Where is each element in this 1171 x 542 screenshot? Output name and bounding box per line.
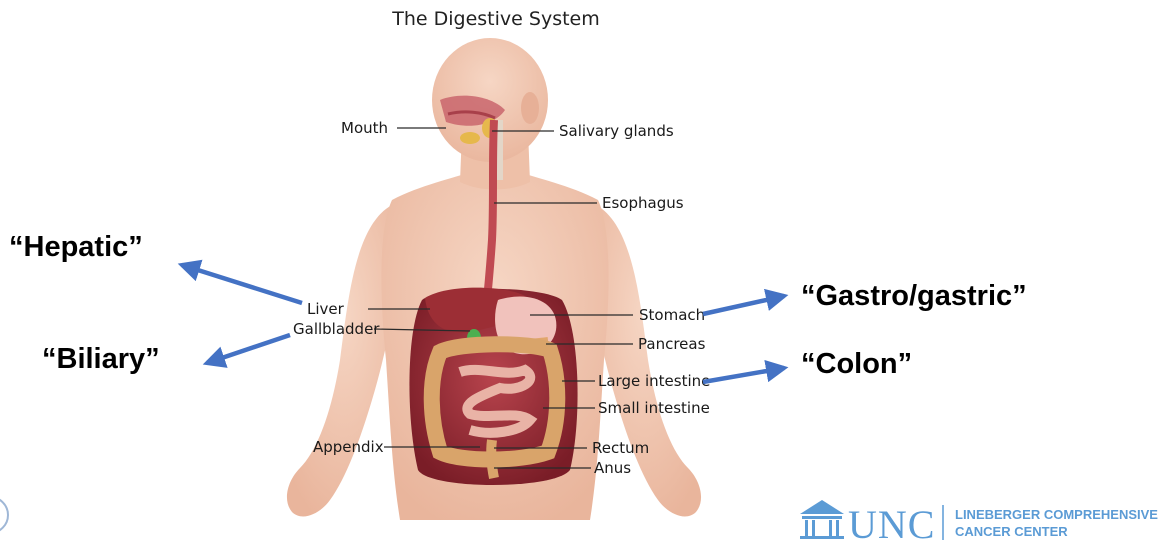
- label-pancreas: Pancreas: [638, 335, 706, 353]
- arrow-colon: [703, 368, 784, 382]
- arrow-biliary: [207, 335, 290, 363]
- label-liver: Liver: [307, 300, 345, 318]
- label-mouth: Mouth: [341, 119, 388, 137]
- term-hepatic: “Hepatic”: [9, 231, 143, 263]
- term-biliary: “Biliary”: [42, 343, 160, 375]
- logo-line2: CANCER CENTER: [955, 524, 1068, 539]
- term-gastric: “Gastro/gastric”: [801, 280, 1027, 312]
- logo-line1: LINEBERGER COMPREHENSIVE: [955, 507, 1158, 522]
- label-small-intestine: Small intestine: [598, 399, 710, 417]
- label-large-intestine: Large intestine: [598, 372, 710, 390]
- label-esophagus: Esophagus: [602, 194, 684, 212]
- label-gallbladder: Gallbladder: [293, 320, 380, 338]
- arrow-gastric: [703, 296, 784, 314]
- seal-icon: [0, 497, 8, 533]
- unc-logo: UNC LINEBERGER COMPREHENSIVE CANCER CENT…: [800, 500, 1158, 542]
- label-anus: Anus: [594, 459, 631, 477]
- arrow-hepatic: [182, 265, 302, 303]
- label-rectum: Rectum: [592, 439, 649, 457]
- label-salivary-glands: Salivary glands: [559, 122, 674, 140]
- term-colon: “Colon”: [801, 348, 912, 380]
- label-appendix: Appendix: [313, 438, 384, 456]
- label-stomach: Stomach: [639, 306, 705, 324]
- diagram-title: The Digestive System: [391, 8, 600, 30]
- old-well-icon: [800, 500, 844, 539]
- logo-unc: UNC: [848, 502, 935, 542]
